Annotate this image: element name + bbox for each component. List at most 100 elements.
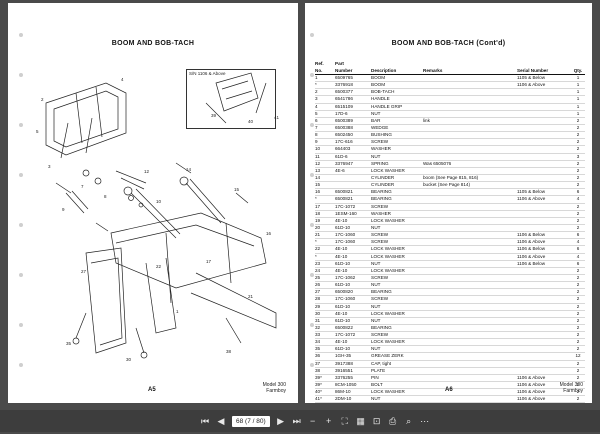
cell-part-number	[335, 175, 371, 181]
cell-qty: 1	[576, 110, 580, 116]
cell-part-number: 6500821	[335, 189, 353, 195]
parts-table: Ref. Part No. Number Description Remarks…	[315, 61, 585, 404]
cell-description: BOOM	[371, 82, 386, 88]
cell-part-number: 6500377	[335, 89, 353, 95]
cell-qty: 2	[576, 203, 580, 209]
svg-text:8: 8	[104, 194, 107, 199]
svg-text:22: 22	[156, 264, 162, 269]
cell-part-number: 3376918	[335, 82, 353, 88]
cell-part-number: 2DM-10	[335, 396, 352, 402]
search-icon[interactable]: ⌕	[406, 416, 412, 426]
cell-serial	[517, 139, 572, 145]
cell-remarks	[423, 89, 517, 95]
cell-ref: 15	[315, 182, 321, 188]
cell-ref: 7	[315, 124, 318, 130]
cell-qty: 2	[576, 296, 580, 302]
cell-ref: 5	[315, 110, 318, 116]
cell-qty: 2	[576, 367, 580, 373]
first-page-icon[interactable]: ⏮	[200, 416, 210, 426]
cell-description: SCREW	[371, 203, 389, 209]
cell-ref: 31	[315, 317, 321, 323]
left-page: BOOM AND BOB-TACH S/N 1106 & Above	[8, 3, 298, 403]
fit-page-icon[interactable]: ⊡	[372, 416, 381, 426]
cell-ref: 32	[315, 324, 321, 330]
cell-qty: 6	[576, 246, 580, 252]
cell-ref: 10	[315, 146, 321, 152]
cell-remarks: link	[423, 117, 430, 123]
cell-qty: 2	[576, 117, 580, 123]
svg-text:39: 39	[211, 113, 217, 118]
svg-text:21: 21	[248, 294, 254, 299]
cell-part-number: 17C-616	[335, 139, 353, 145]
cell-part-number: 1GH-35	[335, 353, 352, 359]
cell-description: BUSHING	[371, 132, 392, 138]
cell-serial	[517, 361, 572, 367]
cell-remarks	[423, 132, 517, 138]
cell-part-number: 4E-10	[335, 339, 348, 345]
cell-serial	[517, 225, 572, 231]
svg-text:9: 9	[62, 207, 65, 212]
cell-serial	[517, 161, 572, 167]
cell-part-number: 6500821	[335, 196, 353, 202]
fullscreen-icon[interactable]: ⛶	[341, 416, 348, 426]
cell-part-number: 61D-10	[335, 303, 351, 309]
cell-description: CYLINDER	[371, 174, 395, 180]
grid-view-icon[interactable]: ▦	[356, 416, 365, 426]
cell-remarks	[423, 311, 517, 317]
cell-qty: 1	[576, 75, 580, 80]
cell-qty: 2	[576, 324, 580, 330]
cell-remarks	[423, 146, 517, 152]
cell-ref: *	[315, 253, 317, 259]
cell-remarks	[423, 111, 517, 117]
cell-qty: 2	[576, 282, 580, 288]
inset-label: S/N 1106 & Above	[189, 71, 226, 76]
svg-text:15: 15	[234, 187, 240, 192]
cell-ref: 3	[315, 96, 318, 102]
cell-part-number: 61D-6	[335, 153, 348, 159]
cell-description: NUT	[371, 346, 381, 352]
col-ref-top: Ref.	[315, 61, 324, 66]
cell-serial	[517, 111, 572, 117]
zoom-out-icon[interactable]: −	[310, 416, 316, 426]
cell-serial	[517, 332, 572, 338]
cell-description: LOCK WASHER	[371, 246, 405, 252]
zoom-in-icon[interactable]: +	[326, 416, 332, 426]
cell-description: BOLT	[371, 382, 383, 388]
cell-qty: 2	[576, 374, 580, 380]
col-part-top: Part	[335, 61, 344, 66]
svg-text:16: 16	[266, 231, 272, 236]
cell-part-number: 6502450	[335, 132, 353, 138]
cell-ref: 8	[315, 132, 318, 138]
cell-ref: 25	[315, 274, 321, 280]
cell-description: PLATE	[371, 367, 386, 373]
cell-ref: 34	[315, 339, 321, 345]
more-icon[interactable]: ⋯	[420, 416, 430, 426]
cell-serial: 1105 & Below	[517, 189, 546, 195]
cell-part-number: 6509765	[335, 75, 353, 80]
cell-serial	[517, 154, 572, 160]
page-number-field[interactable]: 68 (7 / 80)	[232, 415, 270, 427]
cell-qty: 2	[576, 124, 580, 130]
previous-page-icon[interactable]: ◀	[217, 416, 225, 426]
cell-serial	[517, 339, 572, 345]
next-page-icon[interactable]: ▶	[277, 416, 285, 426]
print-icon[interactable]: ⎙	[389, 416, 397, 426]
cell-part-number: 61D-10	[335, 260, 351, 266]
cell-qty: 2	[576, 217, 580, 223]
cell-qty: 2	[576, 360, 580, 366]
last-page-icon[interactable]: ⏭	[292, 416, 301, 426]
table-header: No. Number Description Remarks Serial Nu…	[315, 67, 585, 75]
cell-part-number: 3376255	[335, 374, 353, 380]
cell-part-number: 4E-10	[335, 246, 348, 252]
cell-part-number: 61D-10	[335, 282, 351, 288]
